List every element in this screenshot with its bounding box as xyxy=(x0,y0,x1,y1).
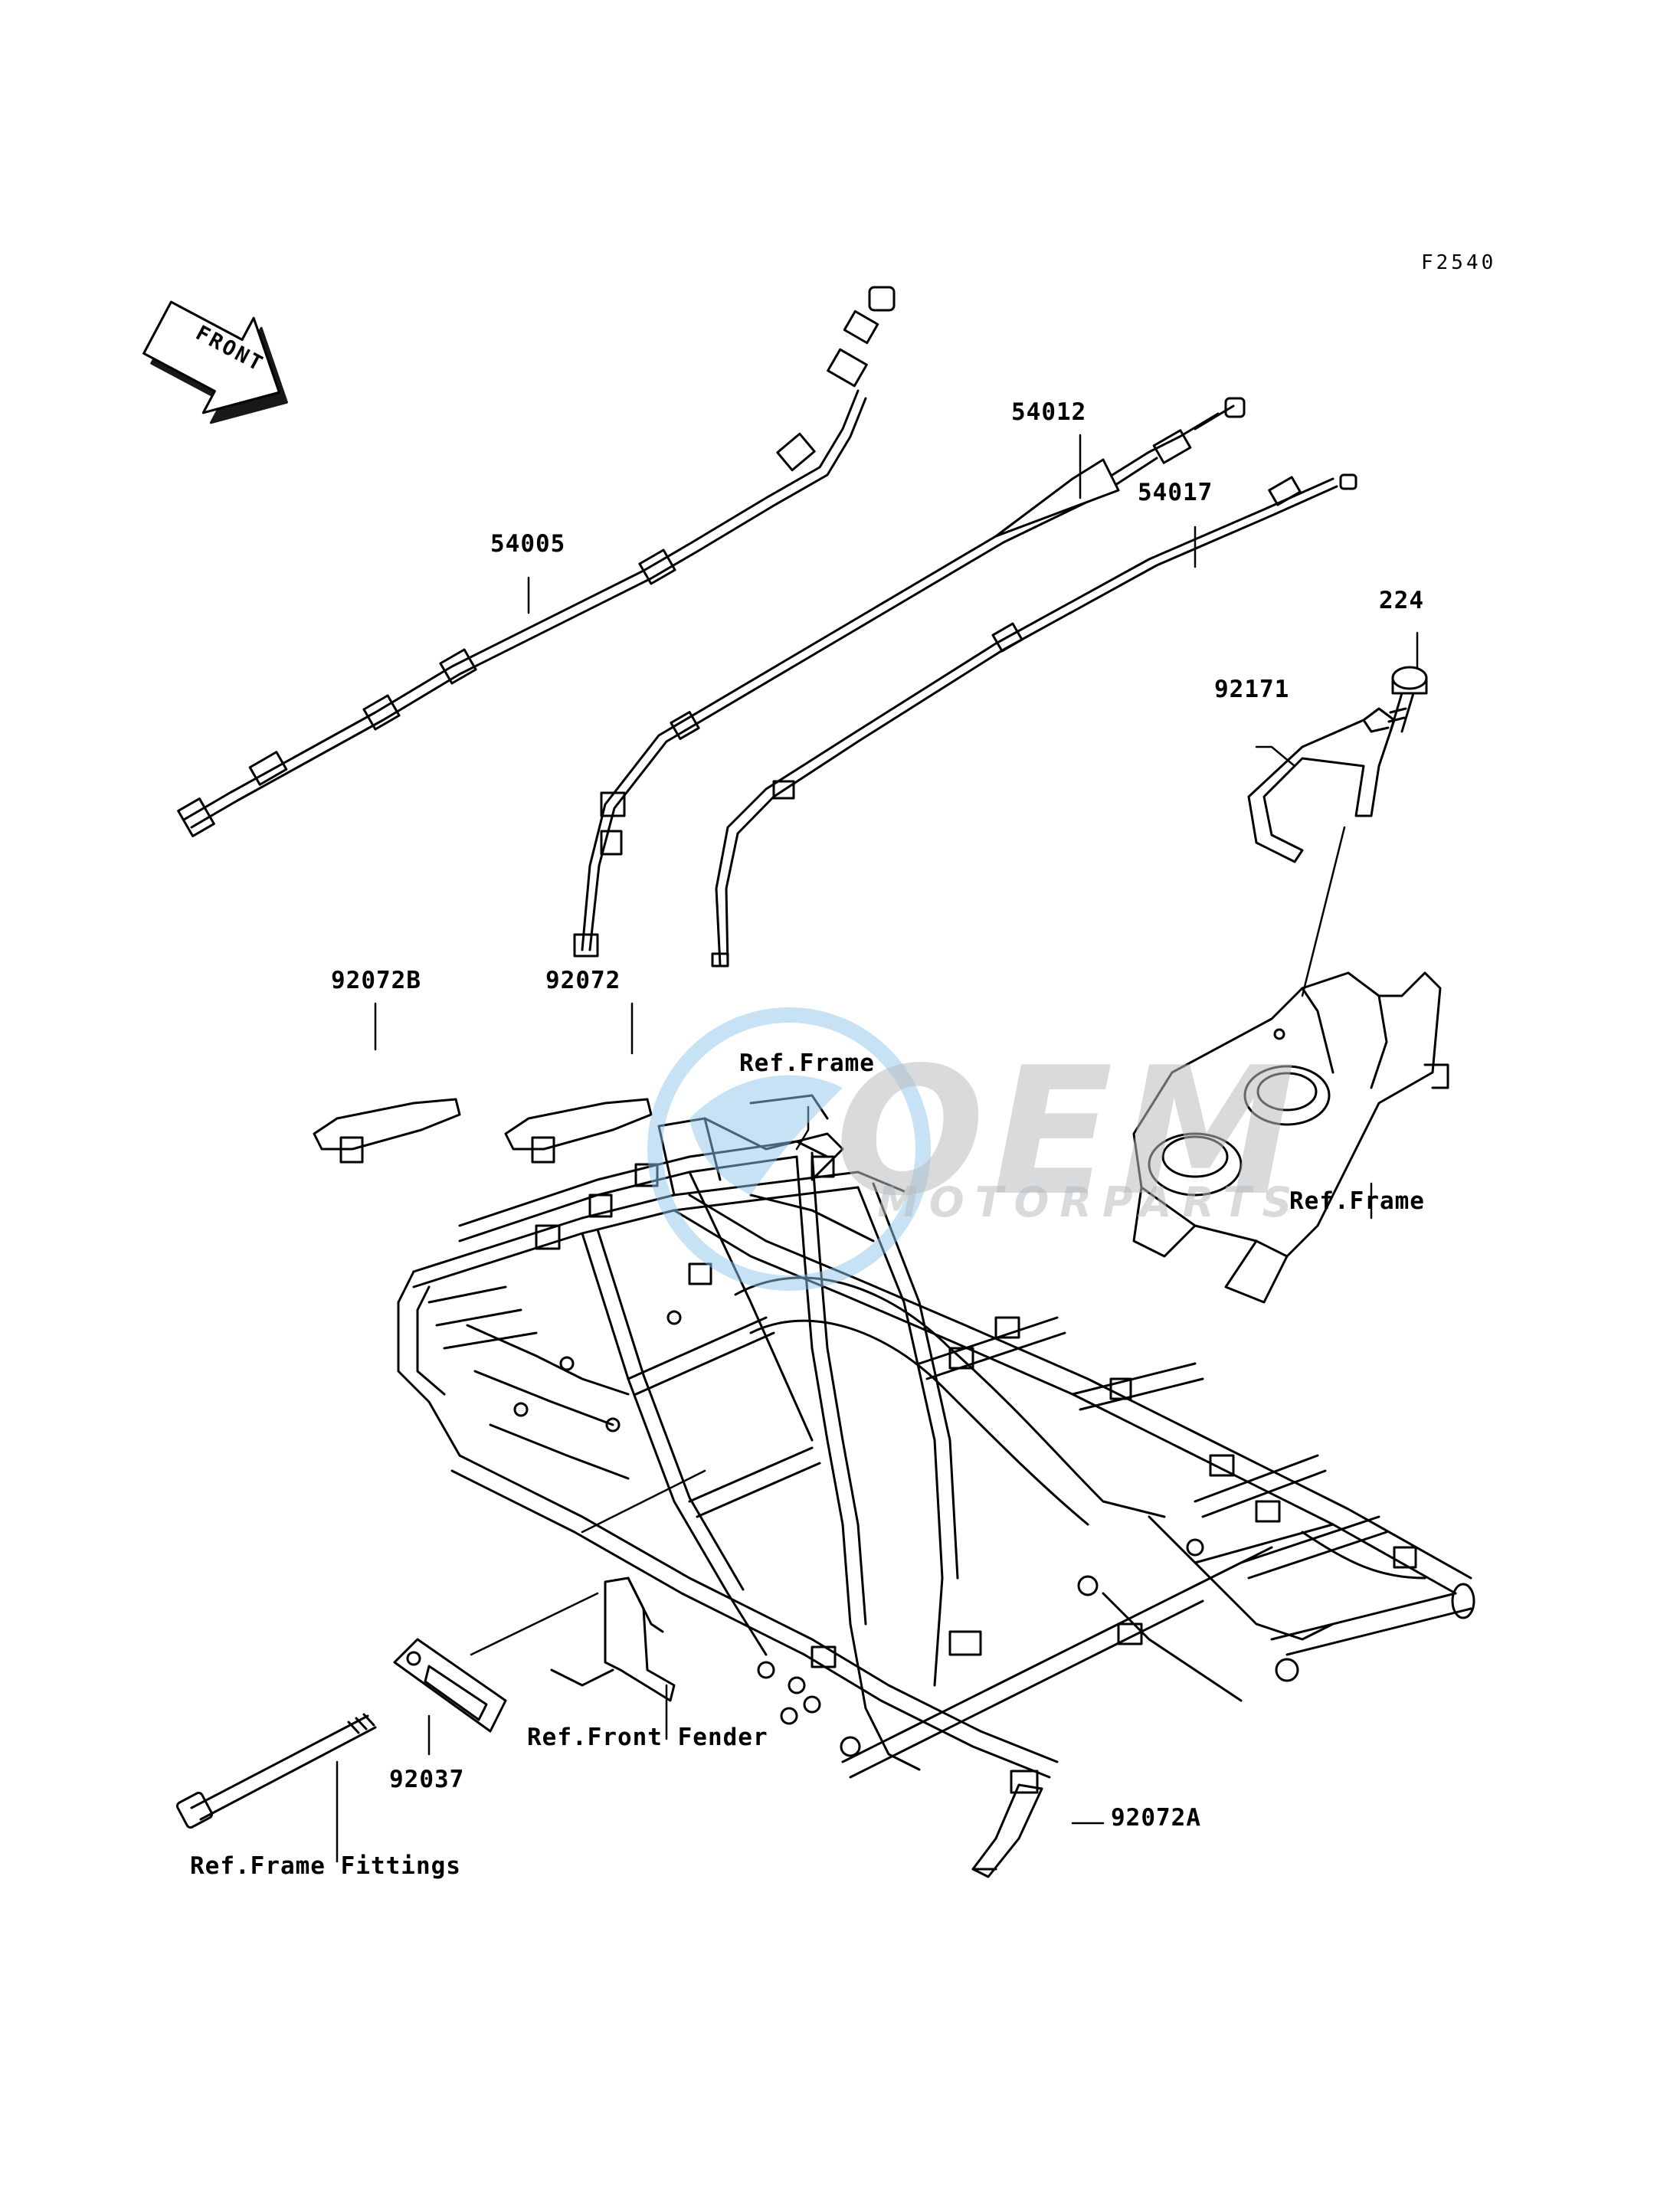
band-92072-icon xyxy=(504,1098,653,1164)
callout-ref-front-fender: Ref.Front Fender xyxy=(527,1724,768,1751)
callout-54005: 54005 xyxy=(490,530,566,558)
callout-92072: 92072 xyxy=(545,967,621,994)
cable-54017 xyxy=(711,473,1357,968)
band-92072b-icon xyxy=(313,1098,461,1164)
callout-54017: 54017 xyxy=(1138,479,1213,506)
guide-92171-icon xyxy=(1247,707,1396,863)
front-fender-bracket xyxy=(550,1577,676,1702)
atv-frame xyxy=(397,1094,1475,1779)
callout-54012: 54012 xyxy=(1011,398,1087,426)
long-bolt-icon xyxy=(175,1713,377,1829)
callout-ref-frame-fittings: Ref.Frame Fittings xyxy=(190,1852,461,1880)
handlebar-holder xyxy=(1132,971,1449,1304)
band-92072a-icon xyxy=(971,1770,1043,1878)
watermark-brand: OEM xyxy=(835,1030,1304,1235)
front-arrow-icon xyxy=(142,300,288,424)
callout-92072a: 92072A xyxy=(1111,1804,1201,1832)
callout-92037: 92037 xyxy=(389,1766,465,1793)
callout-ref-frame-right: Ref.Frame xyxy=(1289,1187,1425,1215)
cable-54005 xyxy=(177,286,896,837)
leader-lines xyxy=(336,434,1419,1863)
callout-ref-frame-center: Ref.Frame xyxy=(739,1049,875,1077)
callout-92171: 92171 xyxy=(1214,676,1290,703)
callout-92072b: 92072B xyxy=(331,967,421,994)
figure-code: F2540 xyxy=(1421,251,1497,274)
plate-92037-icon xyxy=(393,1638,507,1733)
callout-224: 224 xyxy=(1379,587,1424,614)
watermark-logo xyxy=(647,1007,931,1291)
watermark-subtitle: MOTORPARTS xyxy=(877,1178,1303,1226)
cable-54012 xyxy=(573,397,1246,958)
